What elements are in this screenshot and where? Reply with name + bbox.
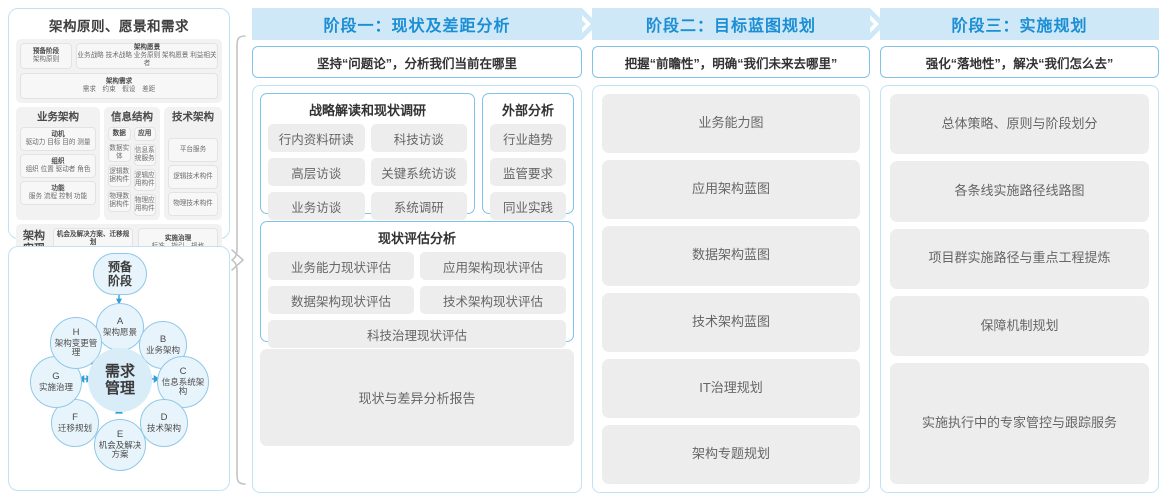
list-item[interactable]: 应用架构现状评估 — [420, 252, 566, 280]
togaf-information-structure-group: 信息结构 数据 数据实体 逻辑数据构件 物理数据构件 应用 — [104, 107, 160, 221]
list-item[interactable]: 实施执行中的专家管控与跟踪服务 — [890, 363, 1149, 484]
list-item[interactable]: 关键系统访谈 — [370, 158, 467, 186]
phase-3-column: 阶段三：实施规划 强化“落地性”，解决“我们怎么去” 总体策略、原则与阶段划分 … — [880, 8, 1159, 493]
adm-cycle: 预备 阶段 A 架构愿景 B 业务架构 C 信息系统架构 D 技术架构 — [9, 247, 229, 490]
list-item[interactable]: 行内资料研读 — [268, 124, 365, 152]
phase-2-body: 业务能力图 应用架构蓝图 数据架构蓝图 技术架构蓝图 IT治理规划 架构专题规划 — [592, 85, 870, 493]
list-item[interactable]: IT治理规划 — [602, 358, 860, 418]
togaf-physical-application-component-cell: 物理应用构件 — [133, 194, 156, 217]
adm-node-a: A 架构愿景 — [96, 303, 144, 351]
phase-separator-chevron-icon — [870, 8, 886, 40]
phase-1-card-strategy: 战略解读和现状调研 行内资料研读 科技访谈 高层访谈 关键系统访谈 业务访谈 系… — [260, 93, 475, 220]
phase-3-subtitle: 强化“落地性”，解决“我们怎么去” — [880, 46, 1159, 78]
list-item[interactable]: 保障机制规划 — [890, 295, 1149, 357]
list-item[interactable]: 科技治理现状评估 — [268, 320, 566, 348]
togaf-business-architecture-group: 业务架构 动机 驱动力 目标 目的 测量 组织 组织 位置 驱动者 角色 功能 … — [16, 107, 100, 221]
phase-3-header: 阶段三：实施规划 — [880, 8, 1159, 40]
adm-node-e: E 机会及解决方案 — [94, 419, 146, 471]
phase-1-card-external: 外部分析 行业趋势 监管要求 同业实践 — [482, 93, 574, 220]
phase-1-column: 阶段一：现状及差距分析 坚持“问题论”，分析我们当前在哪里 战略解读和现状调研 … — [252, 8, 598, 493]
togaf-function-cell: 功能 服务 流程 控制 功能 — [20, 181, 96, 206]
phase-1-header: 阶段一：现状及差距分析 — [252, 8, 598, 40]
togaf-application-header: 应用 — [133, 127, 156, 142]
list-item[interactable]: 各条线实施路径线路图 — [890, 161, 1149, 222]
togaf-physical-technology-component-cell: 物理技术构件 — [168, 192, 218, 217]
phase-1-card-strategy-title: 战略解读和现状调研 — [308, 103, 426, 118]
phase-1-header-text: 阶段一：现状及差距分析 — [323, 18, 511, 35]
list-item[interactable]: 应用架构蓝图 — [602, 160, 860, 220]
phase-1-top-split: 战略解读和现状调研 行内资料研读 科技访谈 高层访谈 关键系统访谈 业务访谈 系… — [260, 93, 574, 220]
phase-1-body: 战略解读和现状调研 行内资料研读 科技访谈 高层访谈 关键系统访谈 业务访谈 系… — [252, 85, 582, 493]
phase-1-card-assessment: 现状评估分析 业务能力现状评估 应用架构现状评估 数据架构现状评估 技术架构现状… — [260, 221, 574, 348]
phase-1-card-external-title: 外部分析 — [501, 103, 554, 118]
togaf-logical-technology-component-cell: 逻辑技术构件 — [168, 165, 218, 190]
phase-2-header-text: 阶段二：目标蓝图规划 — [645, 18, 816, 35]
togaf-architecture-requirements-cell: 架构需求 需求 约束 假设 差距 — [20, 73, 218, 99]
phase-2-subtitle: 把握“前瞻性”，明确“我们未来去哪里” — [592, 46, 870, 78]
adm-node-f: F 迁移规划 — [51, 399, 99, 447]
list-item[interactable]: 业务能力现状评估 — [268, 252, 414, 280]
togaf-information-system-service-cell: 信息系统服务 — [133, 144, 156, 167]
list-item[interactable]: 业务能力图 — [602, 94, 860, 154]
adm-node-d: D 技术架构 — [140, 399, 188, 447]
togaf-data-header: 数据 — [108, 127, 131, 142]
togaf-data-entity-cell: 数据实体 — [108, 144, 131, 163]
togaf-logical-application-component-cell: 逻辑应用构件 — [133, 169, 156, 192]
phase-3-body: 总体策略、原则与阶段划分 各条线实施路径线路图 项目群实施路径与重点工程提炼 保… — [880, 85, 1159, 493]
togaf-logical-data-component-cell: 逻辑数据构件 — [108, 165, 131, 188]
togaf-architecture-vision-cell: 架构愿景 业务战略 技术战略 业务原则 架构愿景 利益相关者 — [76, 43, 218, 69]
list-item[interactable]: 项目群实施路径与重点工程提炼 — [890, 228, 1149, 289]
bracket-connector — [231, 35, 246, 485]
phase-2-header: 阶段二：目标蓝图规划 — [592, 8, 886, 40]
list-item[interactable]: 科技访谈 — [370, 124, 467, 152]
togaf-technology-architecture-group: 技术架构 平台服务 逻辑技术构件 物理技术构件 — [164, 107, 222, 221]
togaf-motivation-cell: 动机 驱动力 目标 目的 测量 — [20, 127, 96, 152]
list-item[interactable]: 数据架构现状评估 — [268, 286, 414, 314]
phase-3-header-text: 阶段三：实施规划 — [951, 18, 1088, 35]
phase-1-report-chip[interactable]: 现状与差异分析报告 — [260, 349, 574, 446]
list-item[interactable]: 业务访谈 — [268, 192, 365, 220]
togaf-platform-service-cell: 平台服务 — [168, 138, 218, 163]
list-item[interactable]: 行业趋势 — [490, 124, 566, 152]
list-item[interactable]: 同业实践 — [490, 192, 566, 220]
list-item[interactable]: 总体策略、原则与阶段划分 — [890, 94, 1149, 155]
phase-2-column: 阶段二：目标蓝图规划 把握“前瞻性”，明确“我们未来去哪里” 业务能力图 应用架… — [592, 8, 886, 493]
list-item[interactable]: 技术架构蓝图 — [602, 292, 860, 352]
list-item[interactable]: 系统调研 — [370, 192, 467, 220]
togaf-prep-phase-cell: 预备阶段 架构原则 — [20, 43, 72, 69]
list-item[interactable]: 技术架构现状评估 — [420, 286, 566, 314]
adm-node-preparation: 预备 阶段 — [93, 253, 147, 295]
togaf-physical-data-component-cell: 物理数据构件 — [108, 190, 131, 213]
left-column: 架构原则、愿景和需求 预备阶段 架构原则 架构愿景 业务战略 技术战略 业务原则… — [8, 8, 230, 491]
list-item[interactable]: 监管要求 — [490, 158, 566, 186]
togaf-panel-title: 架构原则、愿景和需求 — [49, 19, 189, 34]
list-item[interactable]: 架构专题规划 — [602, 424, 860, 485]
adm-node-requirements-management: 需求 管理 — [88, 348, 152, 412]
list-item[interactable]: 数据架构蓝图 — [602, 226, 860, 286]
list-item[interactable]: 高层访谈 — [268, 158, 365, 186]
phase-separator-chevron-icon — [582, 8, 598, 40]
togaf-organization-cell: 组织 组织 位置 驱动者 角色 — [20, 154, 96, 179]
togaf-content-framework-panel: 架构原则、愿景和需求 预备阶段 架构原则 架构愿景 业务战略 技术战略 业务原则… — [8, 8, 230, 263]
phase-1-card-assessment-title: 现状评估分析 — [377, 231, 456, 246]
phase-1-subtitle: 坚持“问题论”，分析我们当前在哪里 — [252, 46, 582, 78]
adm-cycle-panel: 预备 阶段 A 架构愿景 B 业务架构 C 信息系统架构 D 技术架构 — [8, 246, 230, 491]
